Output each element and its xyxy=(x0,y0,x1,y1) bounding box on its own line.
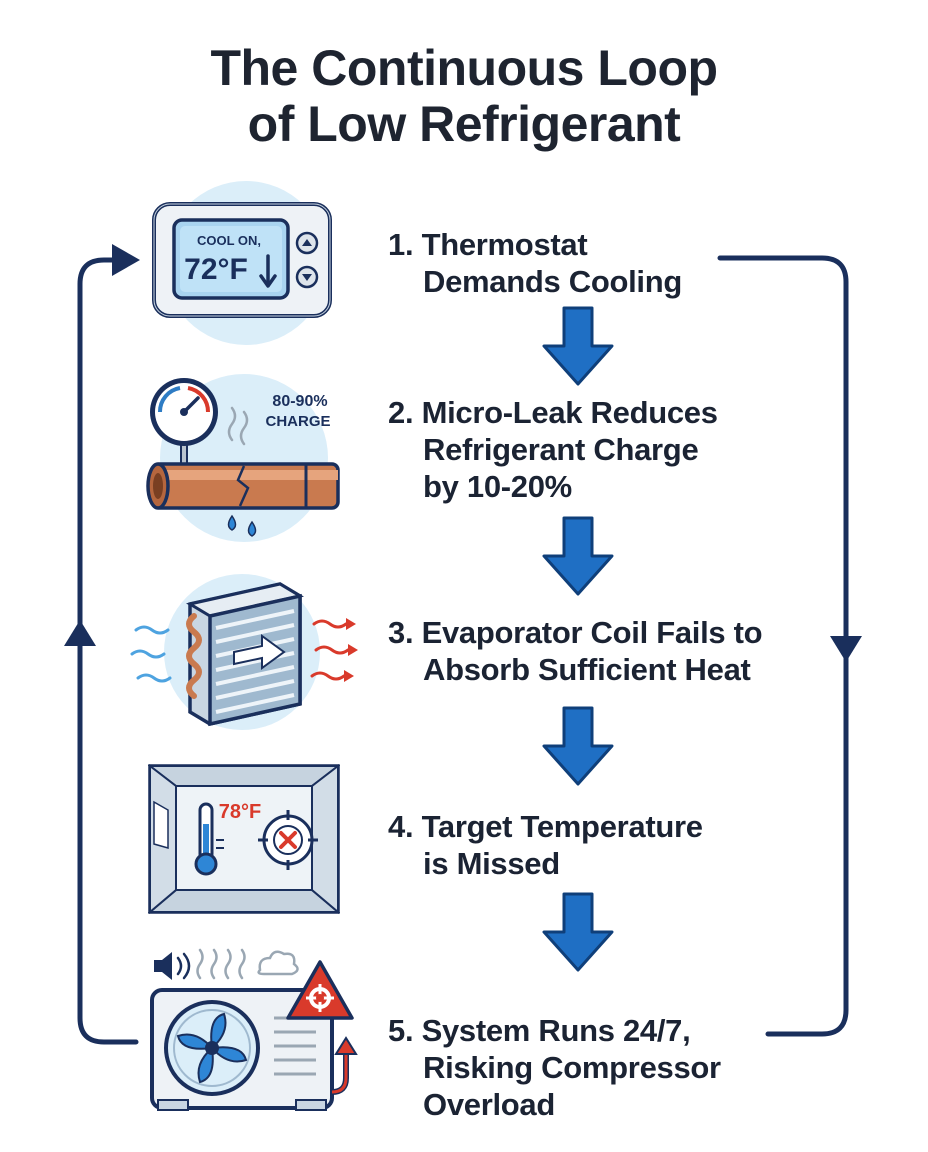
leaking-pipe-gauge-icon: 80-90% CHARGE xyxy=(146,374,340,542)
step-3-text: 3. Evaporator Coil Fails to Absorb Suffi… xyxy=(388,614,763,688)
step-5-line-1: 5. System Runs 24/7, xyxy=(388,1013,691,1048)
down-arrow-4 xyxy=(542,892,614,972)
step-5-line-3: Overload xyxy=(423,1087,555,1122)
charge-label-text: CHARGE xyxy=(265,413,330,430)
step-1-text: 1. Thermostat Demands Cooling xyxy=(388,226,682,300)
down-arrow-2 xyxy=(542,516,614,596)
evaporator-coil-icon xyxy=(130,574,358,730)
right-loop-arrowhead xyxy=(830,636,862,662)
down-arrow-3 xyxy=(542,706,614,786)
left-loop-arrowhead-mid xyxy=(64,620,96,646)
room-temp-text: 78°F xyxy=(219,801,261,823)
step-5-line-2: Risking Compressor xyxy=(423,1050,721,1085)
step-1-line-1: 1. Thermostat xyxy=(388,227,588,262)
step-3-line-1: 3. Evaporator Coil Fails to xyxy=(388,615,763,650)
step-2-line-3: by 10-20% xyxy=(423,469,572,504)
down-arrow-1 xyxy=(542,306,614,386)
left-loop-arrowhead-top xyxy=(112,244,140,276)
step-4-line-1: 4. Target Temperature xyxy=(388,809,703,844)
step-2-line-2: Refrigerant Charge xyxy=(423,432,699,467)
charge-percent-text: 80-90% xyxy=(272,393,327,410)
step-1-line-2: Demands Cooling xyxy=(423,264,683,299)
room-temperature-missed-icon: 78°F xyxy=(148,764,340,914)
overloaded-outdoor-unit-icon xyxy=(150,948,358,1111)
title-line-2: of Low Refrigerant xyxy=(247,96,681,152)
thermostat-mode-text: COOL ON, xyxy=(197,233,261,248)
step-2-text: 2. Micro-Leak Reduces Refrigerant Charge… xyxy=(388,394,718,505)
title-line-1: The Continuous Loop xyxy=(210,40,718,96)
page-title: The Continuous Loop of Low Refrigerant xyxy=(0,40,928,152)
step-3-line-2: Absorb Sufficient Heat xyxy=(423,652,751,687)
step-2-line-1: 2. Micro-Leak Reduces xyxy=(388,395,718,430)
step-4-line-2: is Missed xyxy=(423,846,560,881)
thermostat-temp-text: 72°F xyxy=(184,253,248,286)
left-loop-path xyxy=(77,257,139,1045)
step-5-text: 5. System Runs 24/7, Risking Compressor … xyxy=(388,1012,721,1123)
thermostat-icon: COOL ON, 72°F xyxy=(152,181,332,345)
step-4-text: 4. Target Temperature is Missed xyxy=(388,808,703,882)
